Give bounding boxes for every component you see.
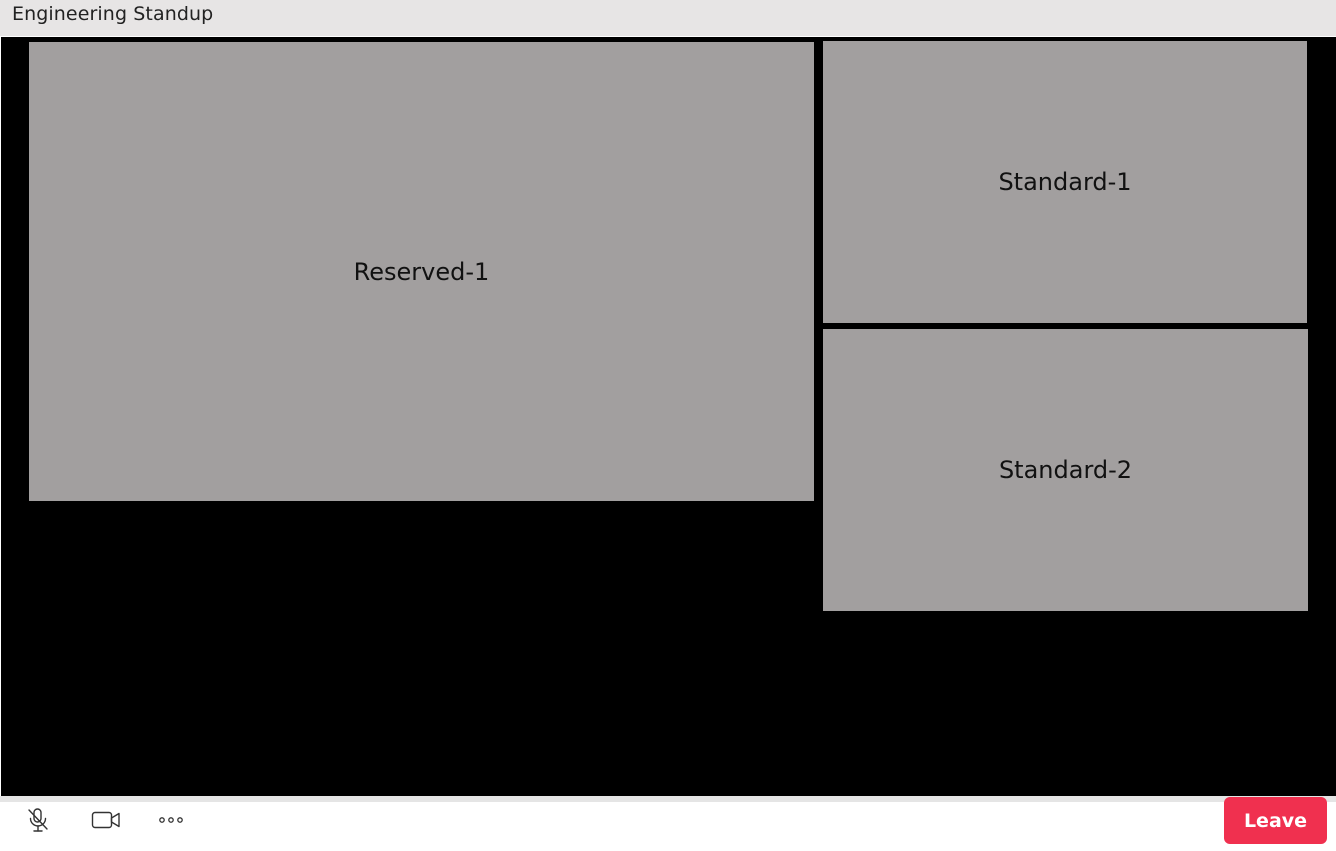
control-bar-divider	[0, 796, 1336, 802]
more-options-button[interactable]	[152, 802, 192, 838]
leave-button[interactable]: Leave	[1224, 797, 1327, 844]
meeting-title: Engineering Standup	[12, 3, 214, 25]
mic-off-icon	[26, 807, 50, 833]
video-tile-reserved-1[interactable]: Reserved-1	[29, 42, 814, 501]
title-bar: Engineering Standup	[0, 0, 1336, 36]
camera-toggle-button[interactable]	[86, 802, 126, 838]
participant-label: Reserved-1	[353, 257, 490, 286]
more-options-icon	[158, 816, 186, 824]
participant-label: Standard-2	[998, 456, 1133, 484]
video-camera-icon	[91, 810, 121, 830]
video-tile-standard-1[interactable]: Standard-1	[823, 41, 1307, 323]
call-control-bar: Leave	[0, 797, 1336, 851]
video-tile-standard-2[interactable]: Standard-2	[823, 329, 1308, 611]
participant-label: Standard-1	[998, 168, 1132, 196]
mute-toggle-button[interactable]	[18, 802, 58, 838]
video-stage: Reserved-1 Standard-1 Standard-2	[1, 37, 1336, 796]
